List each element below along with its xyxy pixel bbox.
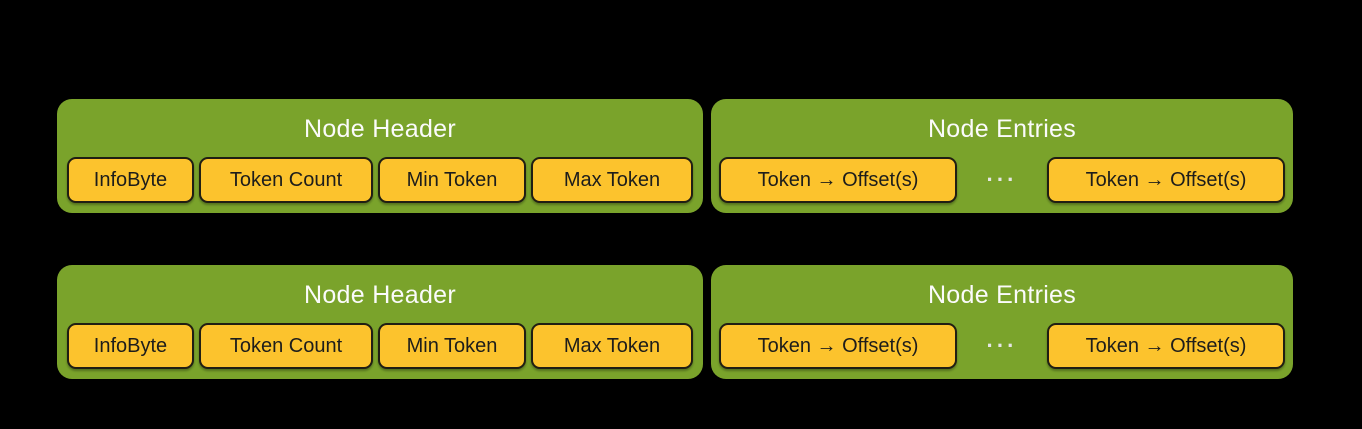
node-header-cells: InfoByte Token Count Min Token Max Token bbox=[57, 157, 703, 203]
node-entries-title-area: Node Entries bbox=[711, 265, 1293, 323]
cell-min-token: Min Token bbox=[378, 323, 526, 369]
node-header-title-area: Node Header bbox=[57, 265, 703, 323]
node-entries-cells: Token → Offset(s) ··· Token → Offset(s) bbox=[711, 157, 1293, 203]
node-entries-title: Node Entries bbox=[927, 280, 1077, 309]
node-header-cells: InfoByte Token Count Min Token Max Token bbox=[57, 323, 703, 369]
node-entries-panel: Node Entries Token → Offset(s) ··· Token… bbox=[711, 265, 1293, 379]
node-entries-panel: Node Entries Token → Offset(s) ··· Token… bbox=[711, 99, 1293, 213]
cell-min-token: Min Token bbox=[378, 157, 526, 203]
cell-token-offset-left: Token → Offset(s) bbox=[719, 157, 957, 203]
node-row-1: Node Header InfoByte Token Count Min Tok… bbox=[57, 99, 1293, 213]
ellipsis-separator: ··· bbox=[986, 333, 1018, 358]
node-header-panel: Node Header InfoByte Token Count Min Tok… bbox=[57, 99, 703, 213]
node-entries-cells: Token → Offset(s) ··· Token → Offset(s) bbox=[711, 323, 1293, 369]
ellipsis-separator: ··· bbox=[986, 167, 1018, 192]
cell-token-offset-left: Token → Offset(s) bbox=[719, 323, 957, 369]
cell-infobyte: InfoByte bbox=[67, 157, 194, 203]
cell-token-count: Token Count bbox=[199, 323, 373, 369]
cell-token-offset-right: Token → Offset(s) bbox=[1047, 323, 1285, 369]
cell-max-token: Max Token bbox=[531, 323, 693, 369]
node-header-title: Node Header bbox=[303, 114, 456, 143]
cell-infobyte: InfoByte bbox=[67, 323, 194, 369]
node-entries-title-area: Node Entries bbox=[711, 99, 1293, 157]
cell-token-offset-right: Token → Offset(s) bbox=[1047, 157, 1285, 203]
node-header-title-area: Node Header bbox=[57, 99, 703, 157]
node-header-title: Node Header bbox=[303, 280, 456, 309]
node-header-panel: Node Header InfoByte Token Count Min Tok… bbox=[57, 265, 703, 379]
cell-token-count: Token Count bbox=[199, 157, 373, 203]
node-row-2: Node Header InfoByte Token Count Min Tok… bbox=[57, 265, 1293, 379]
node-entries-title: Node Entries bbox=[927, 114, 1077, 143]
cell-max-token: Max Token bbox=[531, 157, 693, 203]
